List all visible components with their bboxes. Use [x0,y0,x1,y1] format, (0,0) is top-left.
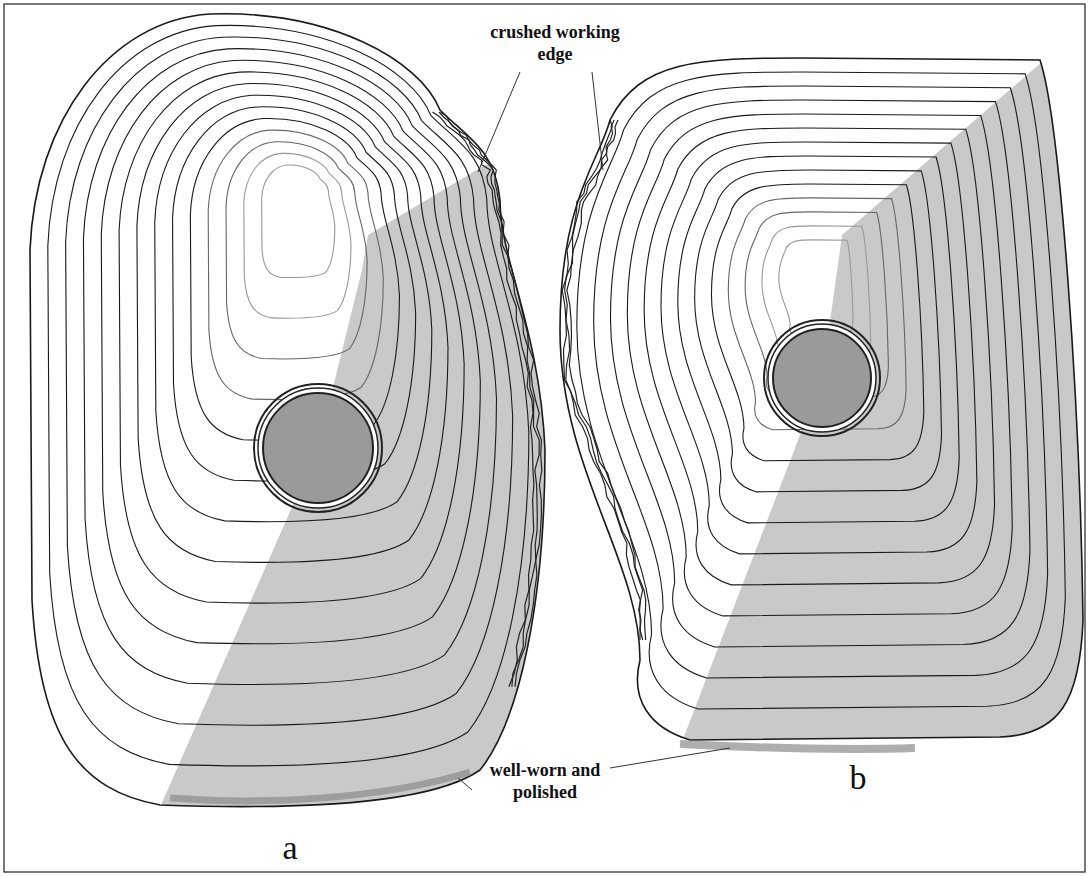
growth-ring [610,100,1029,647]
shaded-section [150,160,620,840]
growth-ring [244,153,351,318]
growth-ring [577,72,1065,709]
growth-ring [594,86,1048,678]
growth-ring [83,49,496,685]
growth-ring [560,58,1083,740]
growth-ring [661,142,977,554]
leader-line [458,778,472,790]
growth-ring [226,142,367,359]
perforation-rim [768,324,876,432]
growth-ring [627,114,1012,616]
growth-ring [644,128,994,585]
growth-ring [66,37,513,725]
growth-ring [137,84,448,563]
growth-ring [262,165,335,278]
growth-ring [119,72,464,603]
leader-line [592,72,603,170]
growth-ring [695,170,942,492]
crushed-edge [439,112,539,687]
polish-band [680,744,915,749]
shaded-section [675,40,1089,780]
growth-ring [155,95,432,522]
callout-label: crushed working edge [490,22,620,65]
growth-ring [48,25,529,766]
callout-label: well-worn and polished [470,760,620,803]
growth-ring [101,60,480,644]
crushed-edge [433,112,534,687]
figure-letter: a [270,828,310,869]
perforation-rim [254,384,382,512]
perforation [773,329,871,427]
growth-ring [728,198,906,430]
perforation-rim [258,388,378,508]
crushed-edge [567,120,646,640]
crushed-edge [562,120,641,640]
crushed-edge [565,120,643,640]
growth-ring [208,130,383,400]
growth-ring [779,240,853,337]
polish-band [170,772,470,801]
leader-line [478,72,520,172]
growth-ring [678,156,959,523]
figure-letter: b [838,758,878,799]
perforation-rim [764,320,880,436]
leader-line [610,748,730,768]
perforation [263,393,373,503]
growth-ring [30,14,545,807]
growth-ring [711,184,923,461]
